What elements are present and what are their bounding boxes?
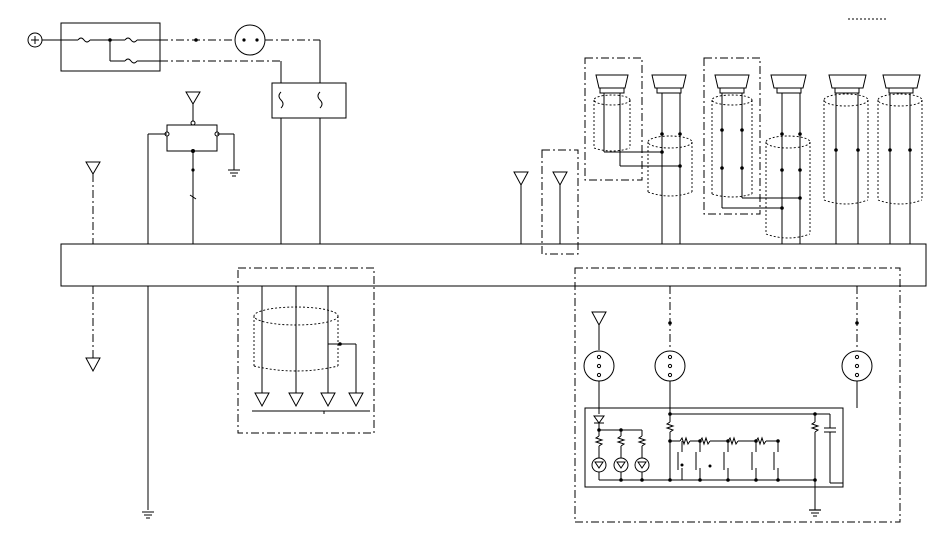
ground-icon xyxy=(142,511,154,519)
relay-coil-icon xyxy=(234,24,266,56)
fuse-icon xyxy=(77,37,91,43)
output-block xyxy=(237,267,375,434)
antenna-icon xyxy=(185,91,201,105)
connector-group-3 xyxy=(703,57,800,215)
antenna-icon xyxy=(320,392,336,408)
fuse-icon xyxy=(124,37,138,43)
fuse-box xyxy=(60,22,161,72)
connector-6 xyxy=(877,74,923,244)
push-switch xyxy=(751,441,757,480)
control-module xyxy=(574,267,901,523)
push-switch xyxy=(708,441,729,480)
push-switch xyxy=(695,441,701,480)
antenna-icon xyxy=(348,392,364,408)
antenna-icon xyxy=(85,357,101,373)
connector-4 xyxy=(765,74,811,244)
main-unit xyxy=(60,243,927,287)
resistor-led-branch xyxy=(591,430,607,480)
switch-block xyxy=(147,91,240,244)
connector-group-1 xyxy=(584,57,680,181)
fuse-icon xyxy=(124,58,138,64)
resistor-led-branch xyxy=(613,430,629,480)
left-antenna xyxy=(85,161,101,244)
antenna-icon xyxy=(288,392,304,408)
ground-icon xyxy=(809,509,821,517)
connector-5 xyxy=(823,74,869,244)
antenna-icon xyxy=(85,161,101,175)
lower-left-wires xyxy=(85,286,154,519)
push-switch xyxy=(773,441,779,480)
relay-box xyxy=(271,82,347,244)
battery-fuse-section xyxy=(27,22,321,84)
push-switch xyxy=(677,441,684,480)
ground-icon xyxy=(228,169,240,177)
antenna-icon xyxy=(552,171,568,187)
antenna-icon xyxy=(591,311,607,327)
connector-2 xyxy=(647,74,693,244)
resistor-led-branch xyxy=(634,430,650,480)
middle-antennas xyxy=(513,149,579,255)
antenna-icon xyxy=(254,392,270,408)
antenna-icon xyxy=(513,171,529,187)
